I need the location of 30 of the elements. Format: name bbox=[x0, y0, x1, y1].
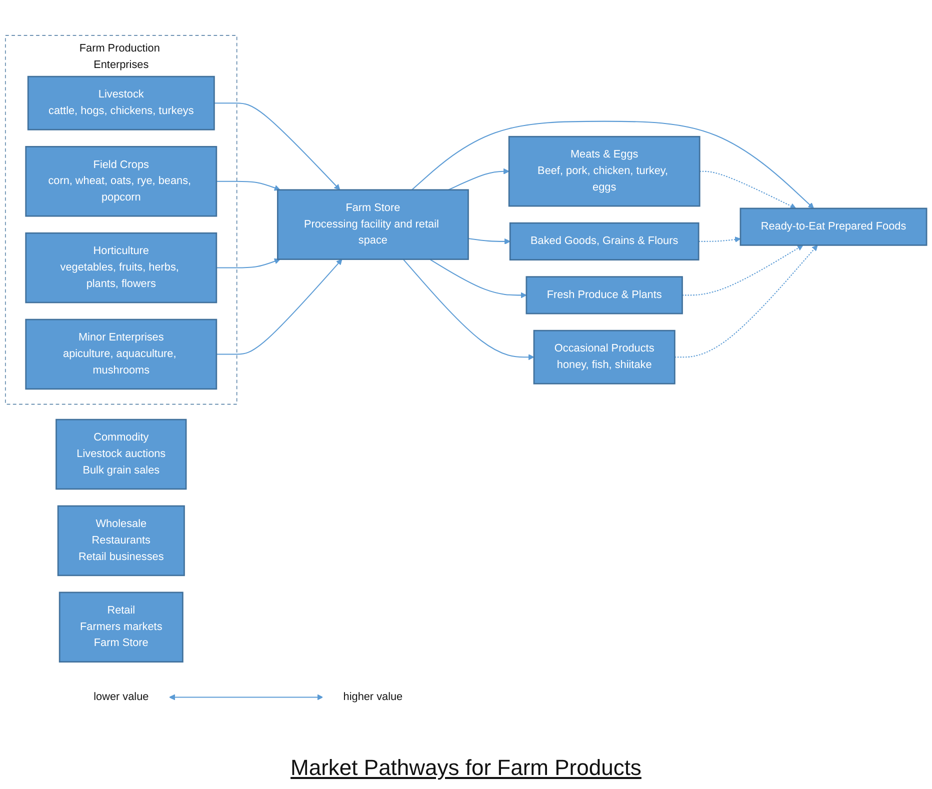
arrow bbox=[698, 236, 741, 242]
arrow bbox=[216, 259, 342, 355]
node-box: Livestock cattle, hogs, chickens, turkeys bbox=[27, 76, 215, 130]
arrow bbox=[214, 102, 340, 190]
node-box: Wholesale Restaurants Retail businesses bbox=[57, 505, 185, 576]
node-box: Farm Store Processing facility and retail space bbox=[277, 189, 469, 260]
node-text: higher value bbox=[343, 691, 403, 703]
node-box: Minor Enterprises apiculture, aquaculture, mushrooms bbox=[25, 318, 218, 390]
node-box: Field Crops corn, wheat, oats, rye, beans, popcorn bbox=[25, 146, 218, 217]
node-box: Retail Farmers markets Farm Store bbox=[58, 592, 184, 663]
arrow bbox=[402, 258, 534, 360]
node-box: Baked Goods, Grains & Flours bbox=[509, 222, 700, 260]
arrow bbox=[468, 238, 510, 244]
arrow bbox=[682, 244, 804, 296]
arrow bbox=[216, 258, 280, 268]
node-box: Fresh Produce & Plants bbox=[526, 276, 683, 314]
node-box: Horticulture vegetables, fruits, herbs, plants, flowers bbox=[25, 232, 218, 304]
arrow bbox=[674, 244, 818, 358]
node-text: lower value bbox=[94, 691, 149, 703]
node-box: Commodity Livestock auctions Bulk grain sales bbox=[56, 418, 187, 490]
arrow bbox=[448, 168, 510, 190]
arrow bbox=[169, 694, 324, 700]
arrow bbox=[412, 120, 814, 209]
node-box: Occasional Products honey, fish, shiitake bbox=[533, 330, 676, 384]
node-box: Meats & Eggs Beef, pork, chicken, turkey, eggs bbox=[508, 136, 700, 207]
node-box: Ready-to-Eat Prepared Foods bbox=[740, 208, 928, 246]
arrow bbox=[700, 170, 796, 209]
arrow bbox=[430, 258, 527, 298]
arrow bbox=[216, 180, 280, 191]
section-heading: Market Pathways for Farm Products bbox=[290, 755, 642, 781]
